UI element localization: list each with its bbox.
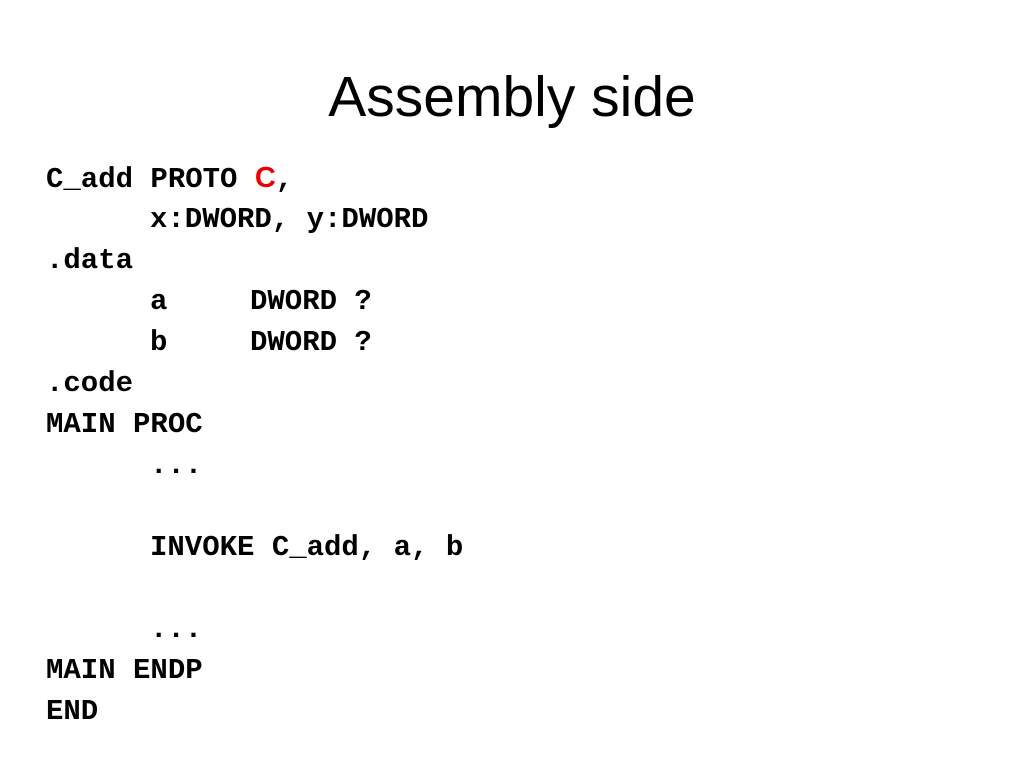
- code-params-text: x:DWORD, y:DWORD: [150, 203, 429, 236]
- code-line-blank: [46, 568, 463, 609]
- code-line-main-proc: MAIN PROC: [46, 408, 203, 441]
- code-line-blank: [46, 486, 463, 527]
- code-line-data-directive: .data: [46, 244, 134, 277]
- code-line-ellipsis-1: ...: [46, 445, 463, 486]
- code-var-b-decl: DWORD ?: [250, 326, 372, 359]
- code-invoke-text: INVOKE C_add, a, b: [150, 531, 464, 564]
- code-line-end: END: [46, 695, 99, 728]
- code-ellipsis-2-text: ...: [150, 613, 203, 646]
- code-line-var-b: b DWORD ?: [46, 322, 463, 363]
- code-line-params: x:DWORD, y:DWORD: [46, 199, 463, 240]
- code-calling-convention: C: [254, 162, 276, 194]
- code-line-code-directive: .code: [46, 367, 134, 400]
- code-proto-text: C_add PROTO: [46, 163, 255, 196]
- code-line-main-endp: MAIN ENDP: [46, 654, 203, 687]
- code-proto-comma: ,: [275, 163, 294, 196]
- slide-title: Assembly side: [328, 65, 696, 129]
- code-ellipsis-1-text: ...: [150, 449, 203, 482]
- code-line-proto: C_add PROTO C,: [46, 158, 463, 199]
- code-line-var-a: a DWORD ?: [46, 281, 463, 322]
- code-var-a-name: a: [150, 285, 168, 318]
- code-line-ellipsis-2: ...: [46, 609, 463, 650]
- code-var-a-decl: DWORD ?: [250, 285, 372, 318]
- code-var-b-name: b: [150, 326, 168, 359]
- code-line-invoke: INVOKE C_add, a, b: [46, 527, 463, 568]
